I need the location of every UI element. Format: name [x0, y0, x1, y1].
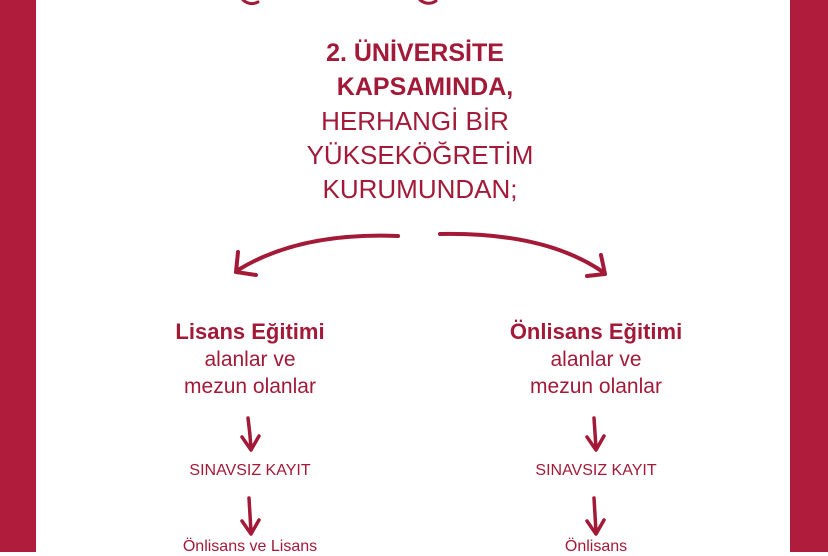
title-line-4: YÜKSEKÖĞRETİM	[306, 140, 534, 170]
split-arrow-left-head	[234, 250, 258, 277]
right-down-arrow-1	[592, 416, 598, 450]
split-arrow-left	[236, 233, 400, 272]
left-down-arrow-1	[246, 416, 253, 450]
right-result: Önlisans	[564, 538, 628, 555]
split-arrow-right	[438, 231, 605, 274]
right-down-arrow-2-head	[585, 518, 606, 536]
title-line-5: KURUMUNDAN;	[322, 174, 518, 204]
left-column-heading-block: Lisans Eğitimi alanlar ve mezun olanlar	[140, 318, 360, 400]
left-border-bar	[0, 0, 36, 552]
right-step: SINAVSIZ KAYIT	[535, 462, 657, 479]
left-sub-1: alanlar ve	[204, 348, 296, 371]
split-arrow-right-head	[585, 253, 607, 278]
left-heading: Lisans Eğitimi	[175, 319, 325, 344]
right-sub-2: mezun olanlar	[530, 375, 662, 398]
title-line-2: KAPSAMINDA,	[336, 73, 514, 101]
right-column-heading-block: Önlisans Eğitimi alanlar ve mezun olanla…	[476, 318, 716, 400]
top-decor-stroke-right	[418, 0, 438, 5]
right-down-arrow-2	[592, 496, 598, 534]
left-down-arrow-1-head	[240, 434, 261, 452]
title-line-1: 2. ÜNİVERSİTE	[326, 39, 504, 67]
right-down-arrow-1-head	[585, 434, 606, 452]
right-border-bar	[790, 0, 828, 552]
left-down-arrow-2-head	[240, 518, 261, 536]
title-block: 2. ÜNİVERSİTE KAPSAMINDA, HERHANGİ BİR Y…	[250, 36, 600, 206]
title-line-3: HERHANGİ BİR	[321, 106, 509, 136]
top-decor-stroke-left	[241, 0, 260, 6]
left-sub-2: mezun olanlar	[184, 375, 316, 398]
left-result: Önlisans ve Lisans	[182, 538, 318, 555]
right-sub-1: alanlar ve	[550, 348, 642, 371]
left-step: SINAVSIZ KAYIT	[189, 462, 311, 479]
left-down-arrow-2	[247, 496, 253, 534]
right-heading: Önlisans Eğitimi	[509, 319, 683, 344]
